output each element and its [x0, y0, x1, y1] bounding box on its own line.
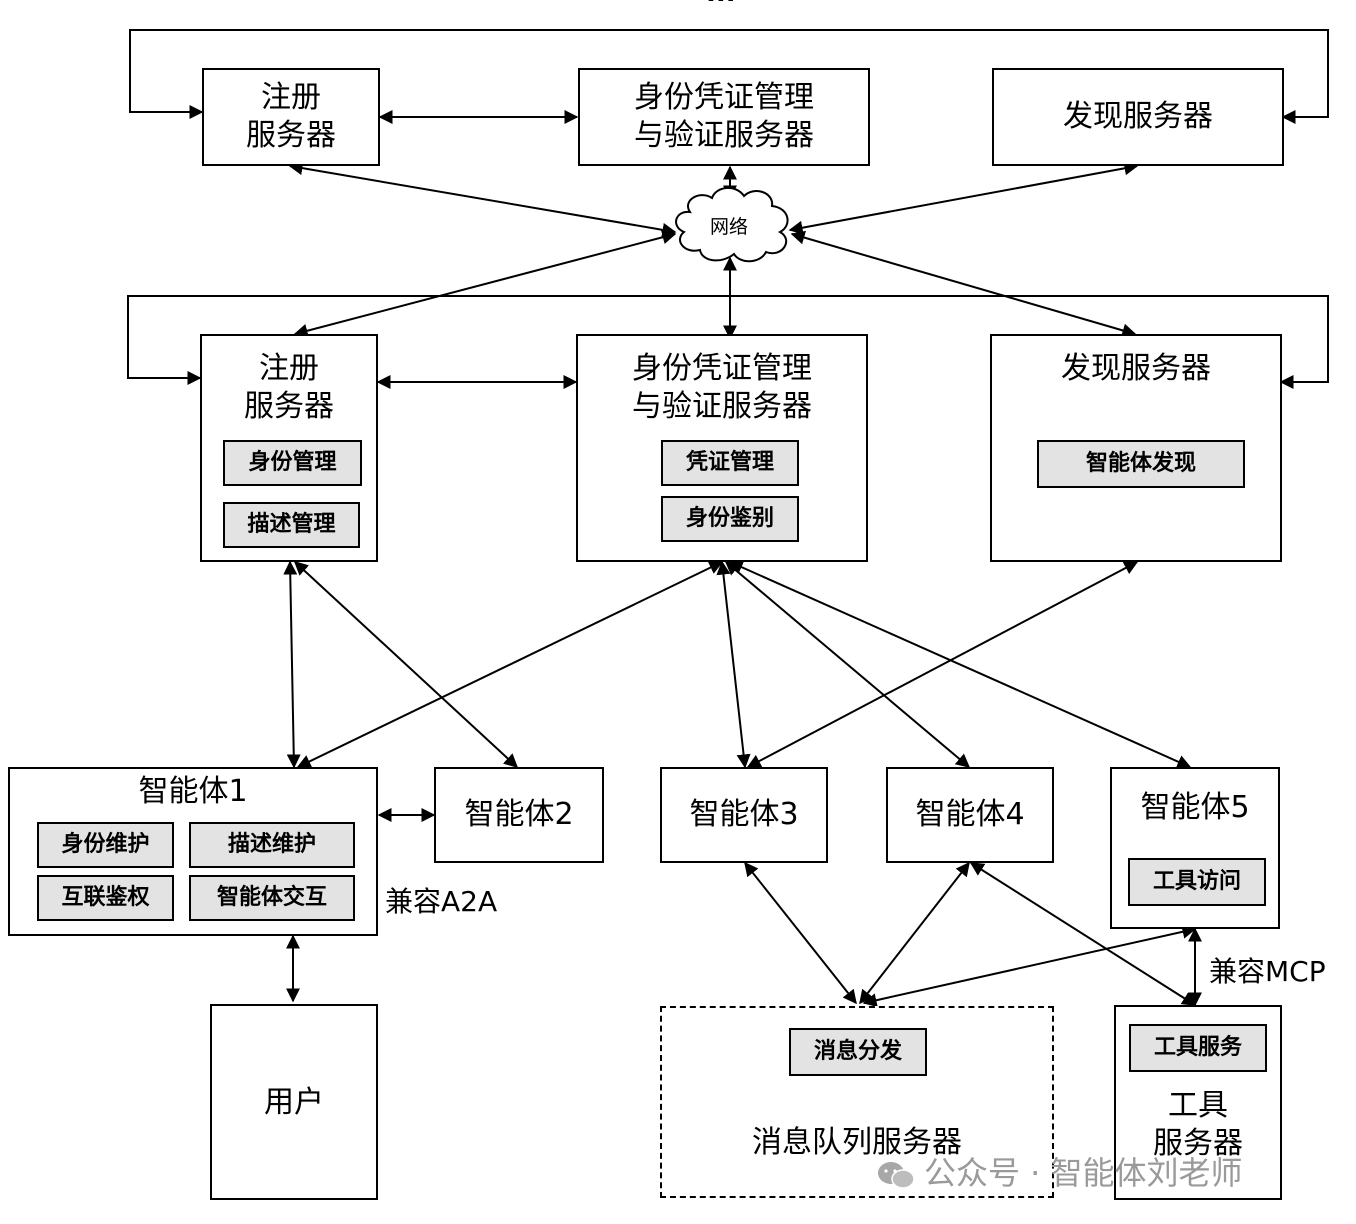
link-agent3-mq: [744, 861, 857, 1005]
module-credential-management: 凭证管理: [661, 440, 799, 486]
link-agent4-mq: [859, 861, 970, 1005]
agent1-label: 智能体1: [138, 774, 248, 809]
module-agent-interaction: 智能体交互: [189, 875, 355, 921]
agent2: 智能体2: [434, 767, 604, 863]
link-disc2-agent3: [746, 561, 1139, 768]
link-id2-agent5: [728, 560, 1192, 769]
link-agent5-mq: [862, 924, 1197, 1008]
continuation-dots: ...: [706, 0, 736, 8]
user-label: 用户: [264, 1085, 324, 1120]
compat-a2a-label: 兼容A2A: [385, 885, 498, 918]
tier1-registry-label: 注册 服务器: [246, 80, 336, 153]
agent4: 智能体4: [886, 767, 1054, 863]
wechat-icon: [878, 1162, 915, 1189]
agent3: 智能体3: [660, 767, 828, 863]
link-agent4-tool: [969, 862, 1197, 1006]
agent5-label: 智能体5: [1140, 790, 1250, 825]
tier1-registry-server: 注册 服务器: [202, 68, 380, 166]
link-id2-agent3: [716, 560, 751, 769]
tool-server-label: 工具 服务器: [1153, 1088, 1243, 1161]
tier1-loop-connector: [129, 29, 1329, 124]
watermark-text: 公众号 · 智能体刘老师: [924, 1154, 1243, 1192]
module-description-management: 描述管理: [223, 502, 360, 548]
tier1-identity-server: 身份凭证管理 与验证服务器: [578, 68, 870, 166]
tier2-discovery-server: 发现服务器 智能体发现: [990, 334, 1282, 562]
link-reg1-net: [288, 161, 677, 237]
agent5: 智能体5 工具访问: [1110, 767, 1280, 929]
agent2-label: 智能体2: [464, 797, 574, 832]
link-reg2-agent2: [293, 561, 519, 768]
module-message-dispatch: 消息分发: [789, 1028, 927, 1076]
tier2-registry-server: 注册 服务器 身份管理 描述管理: [200, 334, 378, 562]
tier1-discovery-server: 发现服务器: [992, 68, 1284, 166]
module-description-maintenance: 描述维护: [189, 822, 355, 868]
tier2-discovery-label: 发现服务器: [1061, 351, 1211, 386]
link-id2-agent4: [724, 561, 971, 768]
watermark: 公众号 · 智能体刘老师: [876, 1148, 1243, 1194]
link-disc1-net: [788, 161, 1139, 235]
agent1: 智能体1 身份维护 描述维护 互联鉴权 智能体交互: [8, 767, 378, 936]
module-identity-authentication: 身份鉴别: [661, 496, 799, 542]
agent4-label: 智能体4: [915, 797, 1025, 832]
module-tool-access: 工具访问: [1128, 858, 1266, 906]
compat-mcp-label: 兼容MCP: [1209, 955, 1326, 988]
user-box: 用户: [210, 1004, 378, 1200]
tier2-identity-server: 身份凭证管理 与验证服务器 凭证管理 身份鉴别: [576, 334, 868, 562]
module-tool-service: 工具服务: [1129, 1024, 1267, 1072]
module-agent-discovery: 智能体发现: [1037, 440, 1245, 488]
tier1-identity-label: 身份凭证管理 与验证服务器: [634, 80, 814, 153]
message-queue-label: 消息队列服务器: [752, 1125, 962, 1160]
module-identity-management: 身份管理: [223, 440, 362, 486]
tool-server: 工具服务 工具 服务器: [1114, 1005, 1282, 1200]
message-queue-server: 消息分发 消息队列服务器: [660, 1006, 1054, 1198]
module-identity-maintenance: 身份维护: [37, 822, 174, 868]
link-reg2-agent1: [283, 560, 301, 769]
tier2-registry-label: 注册 服务器: [244, 351, 334, 424]
tier2-identity-label: 身份凭证管理 与验证服务器: [632, 351, 812, 424]
network-label: 网络: [710, 216, 748, 238]
module-interconnect-auth: 互联鉴权: [37, 875, 174, 921]
tier1-discovery-label: 发现服务器: [1063, 99, 1213, 134]
link-net-disc2: [790, 230, 1137, 338]
agent3-label: 智能体3: [689, 797, 799, 832]
link-net-reg2: [293, 230, 677, 338]
link-id2-agent1: [296, 561, 724, 768]
network-cloud-icon: [675, 187, 789, 263]
